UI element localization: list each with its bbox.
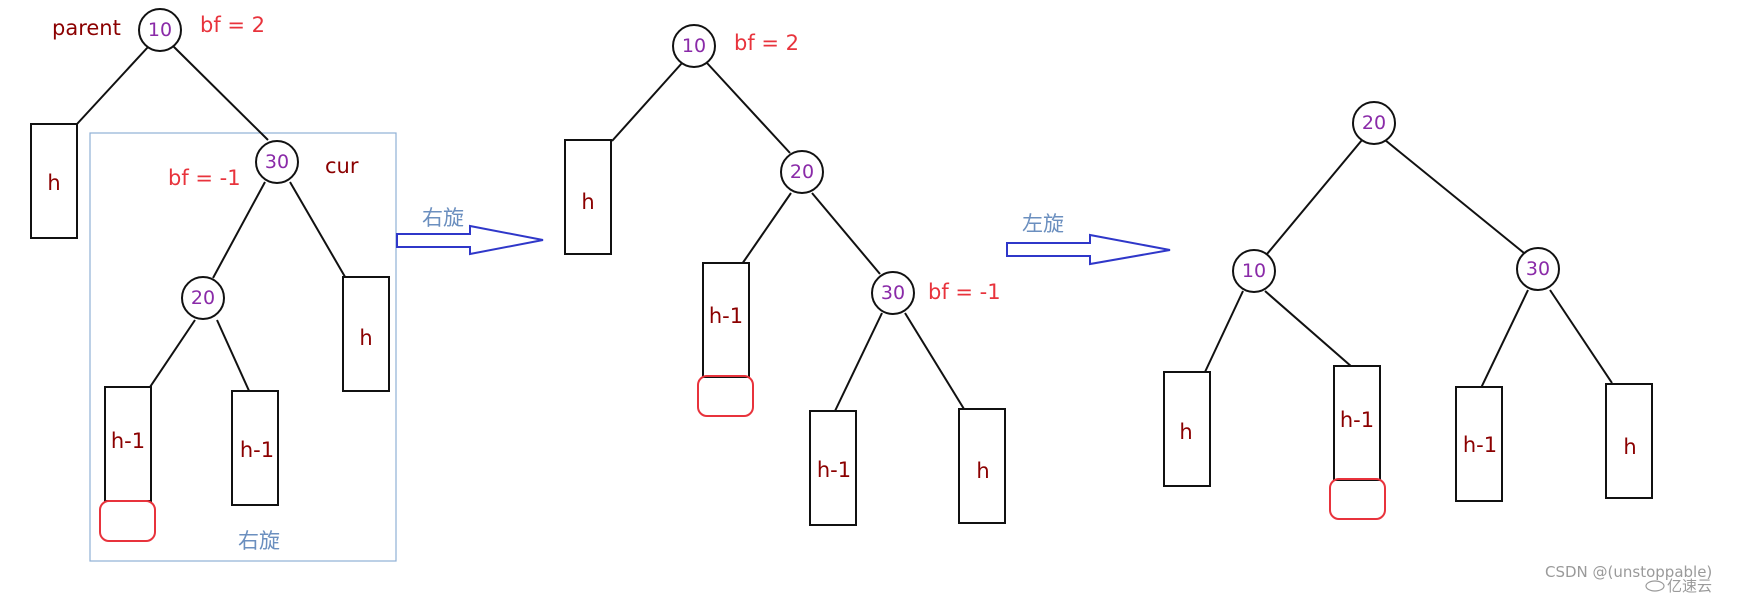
- edge: [706, 62, 791, 154]
- node-10: [672, 24, 716, 68]
- edge: [811, 192, 881, 275]
- node-20-label: 20: [790, 161, 814, 183]
- stage-2-tree: 10 20 30 h h-1 h-1 h bf = 2 bf = -1: [564, 24, 1006, 526]
- subtree-box: [1455, 386, 1503, 502]
- edge: [212, 181, 266, 279]
- right-rotate-arrow: 右旋: [396, 206, 544, 256]
- node-30: [1516, 247, 1560, 291]
- parent-label: parent: [52, 16, 121, 40]
- subtree-label: h: [976, 459, 989, 483]
- edge: [289, 181, 349, 283]
- arrow-shape: [1006, 233, 1171, 266]
- edge: [147, 319, 196, 391]
- edge: [1480, 289, 1529, 389]
- subtree-label: h: [359, 326, 372, 350]
- left-rotate-arrow: 左旋: [1006, 212, 1171, 266]
- subtree-box: [809, 410, 857, 526]
- rotate-label: 左旋: [1022, 212, 1064, 236]
- bf-label: bf = 2: [734, 31, 799, 55]
- yisu-logo-text: 亿速云: [1667, 577, 1712, 595]
- edge: [1384, 139, 1525, 254]
- subtree-label: h: [581, 190, 594, 214]
- subtree-box: [1605, 383, 1653, 499]
- rotate-label: 右旋: [238, 529, 280, 553]
- inserted-node-marker: [99, 500, 156, 542]
- subtree-label: h-1: [111, 429, 145, 453]
- stage-1-tree: 10 30 20 h h h-1 h-1 parent bf = 2 bf = …: [30, 8, 397, 562]
- node-30-label: 30: [1526, 258, 1550, 280]
- subtree-label: h-1: [1340, 408, 1374, 432]
- subtree-label: h: [47, 171, 60, 195]
- subtree-box: [564, 139, 612, 255]
- subtree-label: h-1: [817, 458, 851, 482]
- node-10-label: 10: [682, 35, 706, 57]
- subtree-label: h-1: [709, 304, 743, 328]
- subtree-box: [30, 123, 78, 239]
- yisu-logo: 亿速云: [1645, 577, 1712, 595]
- node-20: [780, 150, 824, 194]
- edge: [216, 319, 251, 394]
- subtree-label: h-1: [1463, 433, 1497, 457]
- subtree-label: h: [1623, 435, 1636, 459]
- subtree-box: [1333, 365, 1381, 481]
- arrow-shape: [396, 224, 544, 256]
- edge: [76, 46, 149, 125]
- edge: [611, 62, 683, 142]
- node-10: [1232, 249, 1276, 293]
- subtree-label: h-1: [240, 438, 274, 462]
- edge: [741, 192, 792, 265]
- csdn-watermark: CSDN @(unstoppable): [1545, 563, 1712, 581]
- subtree-box: [231, 390, 279, 506]
- rotate-label: 右旋: [422, 206, 464, 230]
- bf-label: bf = -1: [168, 166, 241, 190]
- node-30: [255, 140, 299, 184]
- edge: [1549, 289, 1613, 384]
- node-10-label: 10: [1242, 260, 1266, 282]
- node-20: [181, 276, 225, 320]
- node-30: [871, 271, 915, 315]
- node-30-label: 30: [265, 151, 289, 173]
- node-30-label: 30: [881, 282, 905, 304]
- node-20-label: 20: [191, 287, 215, 309]
- node-20: [1352, 101, 1396, 145]
- edge: [1266, 139, 1363, 255]
- inserted-node-marker: [697, 375, 754, 417]
- edge: [171, 44, 269, 141]
- cloud-icon: [1645, 580, 1665, 592]
- edge: [1264, 290, 1353, 368]
- subtree-box: [342, 276, 390, 392]
- edge: [904, 312, 965, 410]
- node-20-label: 20: [1362, 112, 1386, 134]
- bf-label: bf = -1: [928, 280, 1001, 304]
- bf-label: bf = 2: [200, 13, 265, 37]
- subtree-box: [1163, 371, 1211, 487]
- node-10: [138, 8, 182, 52]
- inserted-node-marker: [1329, 478, 1386, 520]
- edge: [1204, 290, 1244, 373]
- right-rotation-frame: [89, 132, 397, 562]
- subtree-label: h: [1179, 420, 1192, 444]
- subtree-box: [958, 408, 1006, 524]
- node-10-label: 10: [148, 19, 172, 41]
- stage-3-tree: 20 10 30 h h-1 h-1 h: [1163, 101, 1653, 520]
- cur-label: cur: [325, 154, 359, 178]
- edge: [834, 312, 883, 412]
